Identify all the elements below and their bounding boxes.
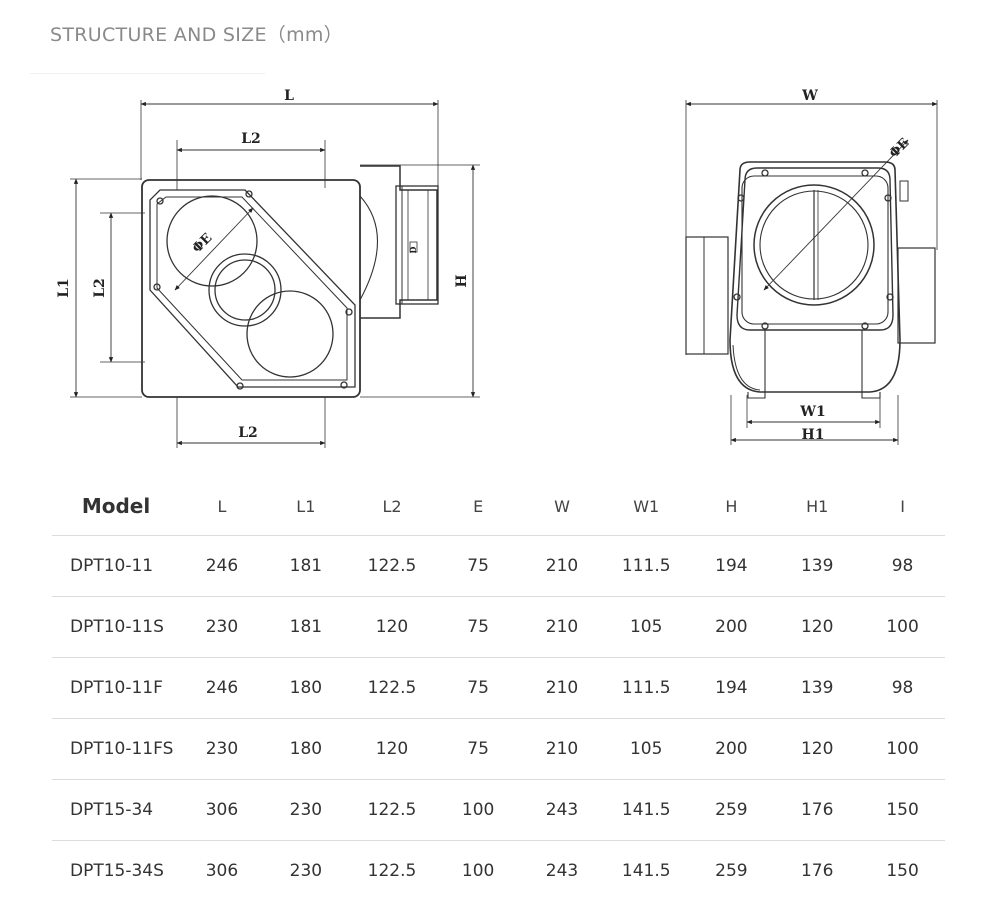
column-header-h1: H1: [774, 477, 861, 536]
side-view: [685, 100, 938, 445]
dim-label-l2-bottom: L2: [238, 425, 258, 441]
cell-h: 194: [688, 657, 775, 719]
dim-label-l1: L1: [56, 278, 72, 298]
dim-label-l2-top: L2: [241, 131, 261, 147]
cell-l1: 180: [263, 657, 348, 719]
table-row: DPT10-11 246 181 122.5 75 210 111.5 194 …: [52, 535, 945, 597]
table-row: DPT10-11S 230 181 120 75 210 105 200 120…: [52, 596, 945, 658]
front-view: [70, 100, 480, 448]
cell-i: 100: [860, 596, 945, 658]
cell-e: 100: [461, 861, 495, 881]
cell-e: 100: [436, 779, 521, 841]
column-header-l1: L1: [263, 477, 348, 536]
cell-i: 100: [860, 718, 945, 780]
cell-model: DPT15-34S: [70, 861, 164, 881]
dim-label-phi-e-front: ΦE: [190, 231, 216, 257]
cell-w: 210: [520, 657, 604, 719]
cell-i: 98: [860, 535, 945, 597]
cell-i: 150: [886, 861, 919, 881]
table-row: DPT10-11F 246 180 122.5 75 210 111.5 194…: [52, 657, 945, 719]
cell-h1: 176: [774, 779, 861, 841]
cell-w: 243: [545, 861, 579, 881]
column-header-h: H: [688, 477, 775, 536]
cell-l1: 181: [263, 535, 348, 597]
cell-model: DPT10-11: [52, 535, 181, 597]
cell-h1: 139: [774, 657, 861, 719]
cell-e: 75: [436, 718, 521, 780]
cell-l1: 230: [289, 861, 323, 881]
cell-e: 75: [436, 657, 521, 719]
cell-l: 246: [180, 535, 264, 597]
column-header-l: L: [180, 477, 264, 536]
dim-label-l2-left: L2: [92, 278, 108, 298]
cell-h: 200: [688, 596, 775, 658]
cell-l2: 122.5: [347, 779, 437, 841]
cell-l2: 122.5: [347, 535, 437, 597]
dim-label-w: W: [801, 88, 818, 104]
spec-table: Model L L1 L2 E W W1 H H1 I DPT10-11 246…: [52, 477, 945, 901]
cell-l: 246: [180, 657, 264, 719]
cell-model: DPT15-34: [52, 779, 181, 841]
cell-w1: 141.5: [603, 779, 689, 841]
cell-h1: 120: [774, 596, 861, 658]
spec-table-body: DPT10-11 246 181 122.5 75 210 111.5 194 …: [52, 535, 945, 902]
cell-l1: 181: [263, 596, 348, 658]
cell-l: 306: [180, 779, 264, 841]
column-header-l2: L2: [347, 477, 437, 536]
cell-h1: 176: [800, 861, 834, 881]
table-row: DPT15-34 306 230 122.5 100 243 141.5 259…: [52, 779, 945, 841]
cell-l: 306: [205, 861, 239, 881]
dim-label-w1: W1: [799, 404, 825, 420]
cell-model: DPT10-11S: [52, 596, 181, 658]
cell-h: 259: [715, 861, 748, 881]
cell-i: 150: [860, 779, 945, 841]
dim-label-h: H: [454, 274, 470, 287]
dim-label-h1: H1: [802, 427, 825, 443]
cell-e: 75: [436, 535, 521, 597]
cell-w1: 111.5: [603, 657, 689, 719]
header-divider: [30, 73, 265, 74]
cell-l: 230: [180, 718, 264, 780]
cell-l: 230: [180, 596, 264, 658]
dim-label-phi-e-side: ΦE: [887, 136, 913, 162]
cell-w1: 105: [603, 596, 689, 658]
cell-h: 200: [688, 718, 775, 780]
cell-l2: 120: [347, 718, 437, 780]
cell-w1: 105: [603, 718, 689, 780]
column-header-i: I: [860, 477, 945, 536]
cell-w: 210: [520, 596, 604, 658]
cell-w1: 141.5: [621, 861, 671, 881]
column-header-w: W: [520, 477, 604, 536]
cell-l2: 120: [347, 596, 437, 658]
column-header-w1: W1: [603, 477, 689, 536]
spec-table-head: Model L L1 L2 E W W1 H H1 I: [52, 477, 945, 536]
technical-drawing: L L2 L1 L2 ΦE H D L2: [56, 88, 938, 448]
cell-l2: 122.5: [347, 657, 437, 719]
dim-label-l: L: [284, 88, 294, 104]
cell-i: 98: [860, 657, 945, 719]
column-header-model: Model: [52, 477, 181, 536]
header-row: Model L L1 L2 E W W1 H H1 I: [52, 477, 945, 536]
duct-marking-label: D: [408, 246, 418, 253]
cell-model: DPT10-11F: [52, 657, 181, 719]
cell-h: 194: [688, 535, 775, 597]
table-row: DPT10-11FS 230 180 120 75 210 105 200 12…: [52, 718, 945, 780]
cell-l1: 180: [263, 718, 348, 780]
cell-w: 210: [520, 535, 604, 597]
cell-h1: 139: [774, 535, 861, 597]
column-header-e: E: [436, 477, 521, 536]
cell-l1: 230: [263, 779, 348, 841]
table-row: DPT15-34S 306 230 122.5 100 243 141.5 25…: [52, 841, 945, 902]
cell-l2: 122.5: [367, 861, 417, 881]
cell-e: 75: [436, 596, 521, 658]
cell-h1: 120: [774, 718, 861, 780]
cell-model: DPT10-11FS: [52, 718, 181, 780]
cell-w: 210: [520, 718, 604, 780]
cell-h: 259: [688, 779, 775, 841]
cell-w: 243: [520, 779, 604, 841]
cell-w1: 111.5: [603, 535, 689, 597]
page-title: STRUCTURE AND SIZE（mm）: [50, 24, 343, 46]
